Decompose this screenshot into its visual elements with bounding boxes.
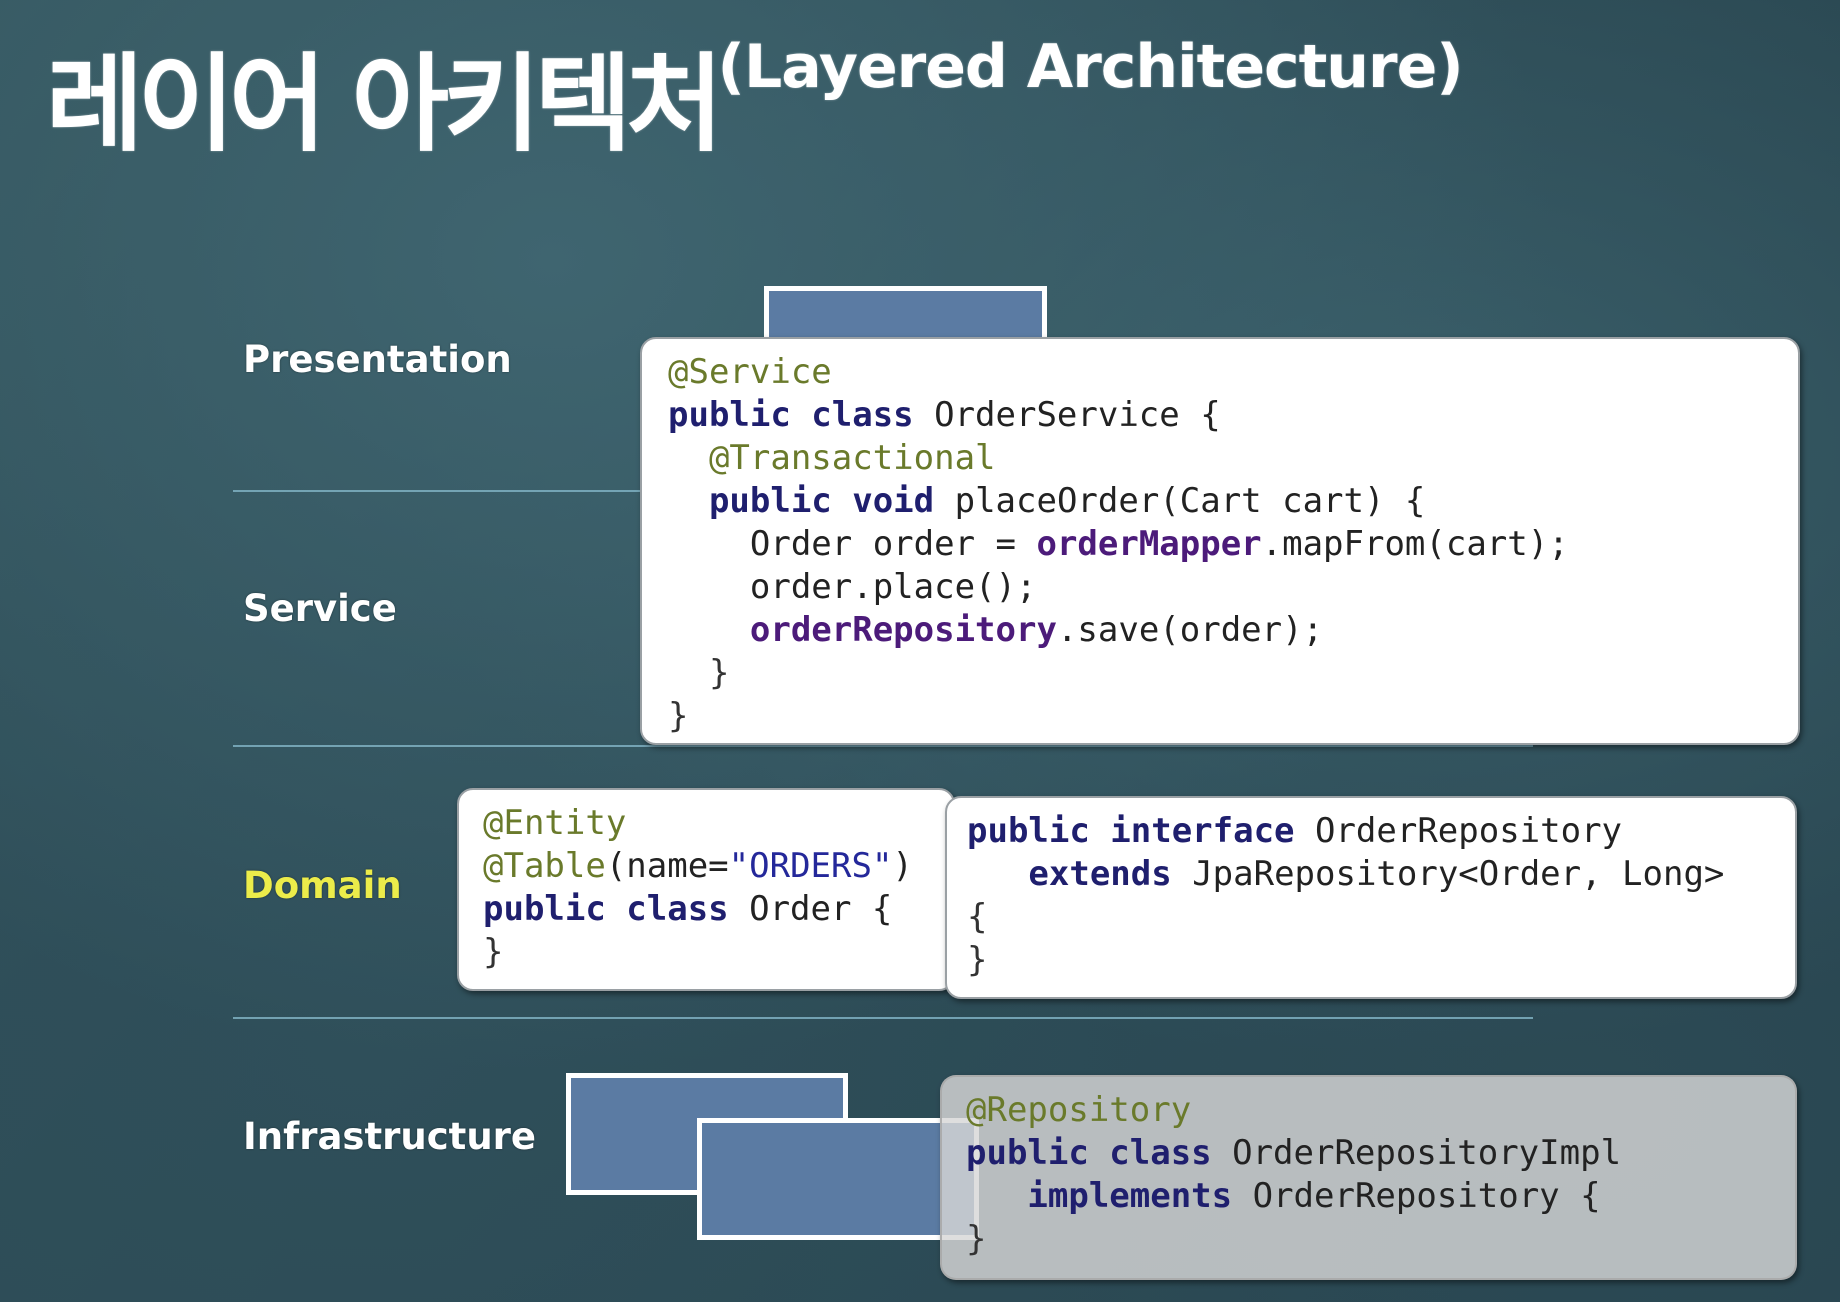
layer-divider-service-domain (233, 745, 1533, 747)
infrastructure-component-box-2 (697, 1118, 979, 1240)
repository-impl-code: @Repository public class OrderRepository… (966, 1090, 1622, 1259)
entity-code-box: @Entity @Table(name="ORDERS") public cla… (457, 788, 955, 991)
layer-label-domain: Domain (243, 864, 402, 907)
repository-interface-code-box: public interface OrderRepository extends… (945, 796, 1797, 999)
entity-code: @Entity @Table(name="ORDERS") public cla… (483, 803, 913, 972)
title-korean: 레이어 아키텍처 (46, 43, 724, 166)
repository-impl-code-box: @Repository public class OrderRepository… (940, 1075, 1797, 1280)
service-code-box: @Service public class OrderService { @Tr… (640, 337, 1800, 745)
layer-label-infrastructure: Infrastructure (243, 1115, 537, 1158)
layer-label-service: Service (243, 587, 397, 630)
repository-interface-code: public interface OrderRepository extends… (967, 811, 1725, 980)
layer-divider-domain-infrastructure (233, 1017, 1533, 1019)
service-code: @Service public class OrderService { @Tr… (668, 352, 1569, 736)
layer-label-presentation: Presentation (243, 338, 512, 381)
title-english: (Layered Architecture) (717, 32, 1464, 102)
slide-title: 레이어 아키텍처(Layered Architecture) (46, 18, 1464, 172)
